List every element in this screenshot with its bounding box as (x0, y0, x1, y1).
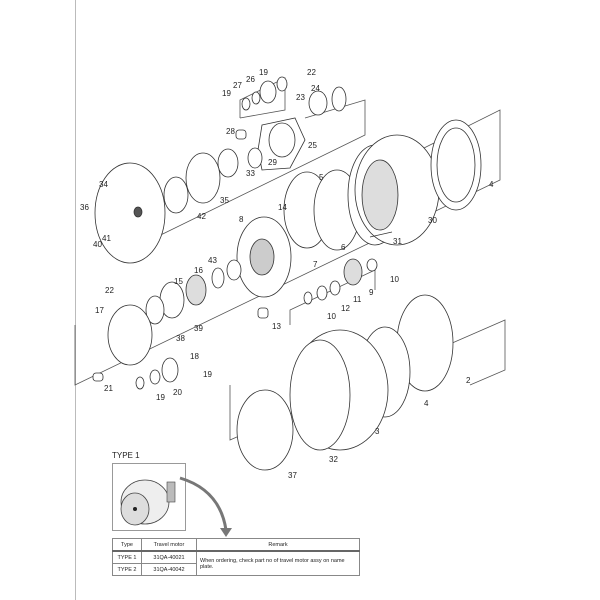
callout-14: 14 (278, 203, 287, 212)
callout-29: 29 (268, 158, 277, 167)
callout-12: 12 (341, 304, 350, 313)
callout-35: 35 (220, 196, 229, 205)
header-type: Type (112, 538, 142, 552)
callout-4: 4 (489, 180, 494, 189)
callout-39: 39 (194, 324, 203, 333)
table-row: TYPE 1 31QA-40021 When ordering, check p… (112, 550, 360, 576)
callout-4: 4 (424, 399, 429, 408)
callout-37: 37 (288, 471, 297, 480)
callout-36: 36 (80, 203, 89, 212)
callout-13: 13 (272, 322, 281, 331)
callout-38: 38 (176, 334, 185, 343)
table-header-row: Type Travel motor Remark (112, 538, 360, 552)
callout-27: 27 (233, 81, 242, 90)
callout-5: 5 (319, 173, 324, 182)
callout-41: 41 (102, 234, 111, 243)
callout-18: 18 (190, 352, 199, 361)
callout-20: 20 (173, 388, 182, 397)
header-travel-motor: Travel motor (141, 538, 197, 552)
callout-6: 6 (341, 243, 346, 252)
callout-16: 16 (194, 266, 203, 275)
callout-8: 8 (239, 215, 244, 224)
row-motor: 31QA-40042 (141, 563, 197, 576)
callout-19: 19 (222, 89, 231, 98)
callout-10: 10 (390, 275, 399, 284)
callout-31: 31 (393, 237, 402, 246)
callout-15: 15 (174, 277, 183, 286)
callout-23: 23 (296, 93, 305, 102)
page-border-line (75, 0, 76, 600)
callout-11: 11 (353, 295, 362, 304)
header-remark: Remark (196, 538, 360, 552)
callout-3: 3 (375, 427, 380, 436)
callout-22: 22 (307, 68, 316, 77)
callout-34: 34 (99, 180, 108, 189)
parts (92, 76, 482, 471)
callout-43: 43 (208, 256, 217, 265)
callout-2: 2 (466, 376, 471, 385)
inset-title: TYPE 1 (112, 451, 140, 460)
callout-28: 28 (226, 127, 235, 136)
callout-22: 22 (105, 286, 114, 295)
callout-9: 9 (369, 288, 374, 297)
callout-19: 19 (203, 370, 212, 379)
row-type: TYPE 2 (112, 563, 142, 576)
type1-motor-image (112, 463, 186, 531)
callout-26: 26 (246, 75, 255, 84)
row-remark: When ordering, check part no of travel m… (196, 550, 360, 576)
callout-10: 10 (327, 312, 336, 321)
travel-motor-table: Type Travel motor Remark TYPE 1 31QA-400… (112, 538, 360, 576)
callout-32: 32 (329, 455, 338, 464)
row-type: TYPE 1 (112, 550, 142, 564)
row-motor: 31QA-40021 (141, 550, 197, 564)
callout-33: 33 (246, 169, 255, 178)
callout-24: 24 (311, 84, 320, 93)
table-row: TYPE 2 31QA-40042 (112, 563, 360, 576)
callout-30: 30 (428, 216, 437, 225)
callout-19: 19 (156, 393, 165, 402)
callout-17: 17 (95, 306, 104, 315)
callout-42: 42 (197, 212, 206, 221)
callout-40: 40 (93, 240, 102, 249)
callout-21: 21 (104, 384, 113, 393)
callout-19: 19 (259, 68, 268, 77)
callout-25: 25 (308, 141, 317, 150)
callout-7: 7 (313, 260, 318, 269)
